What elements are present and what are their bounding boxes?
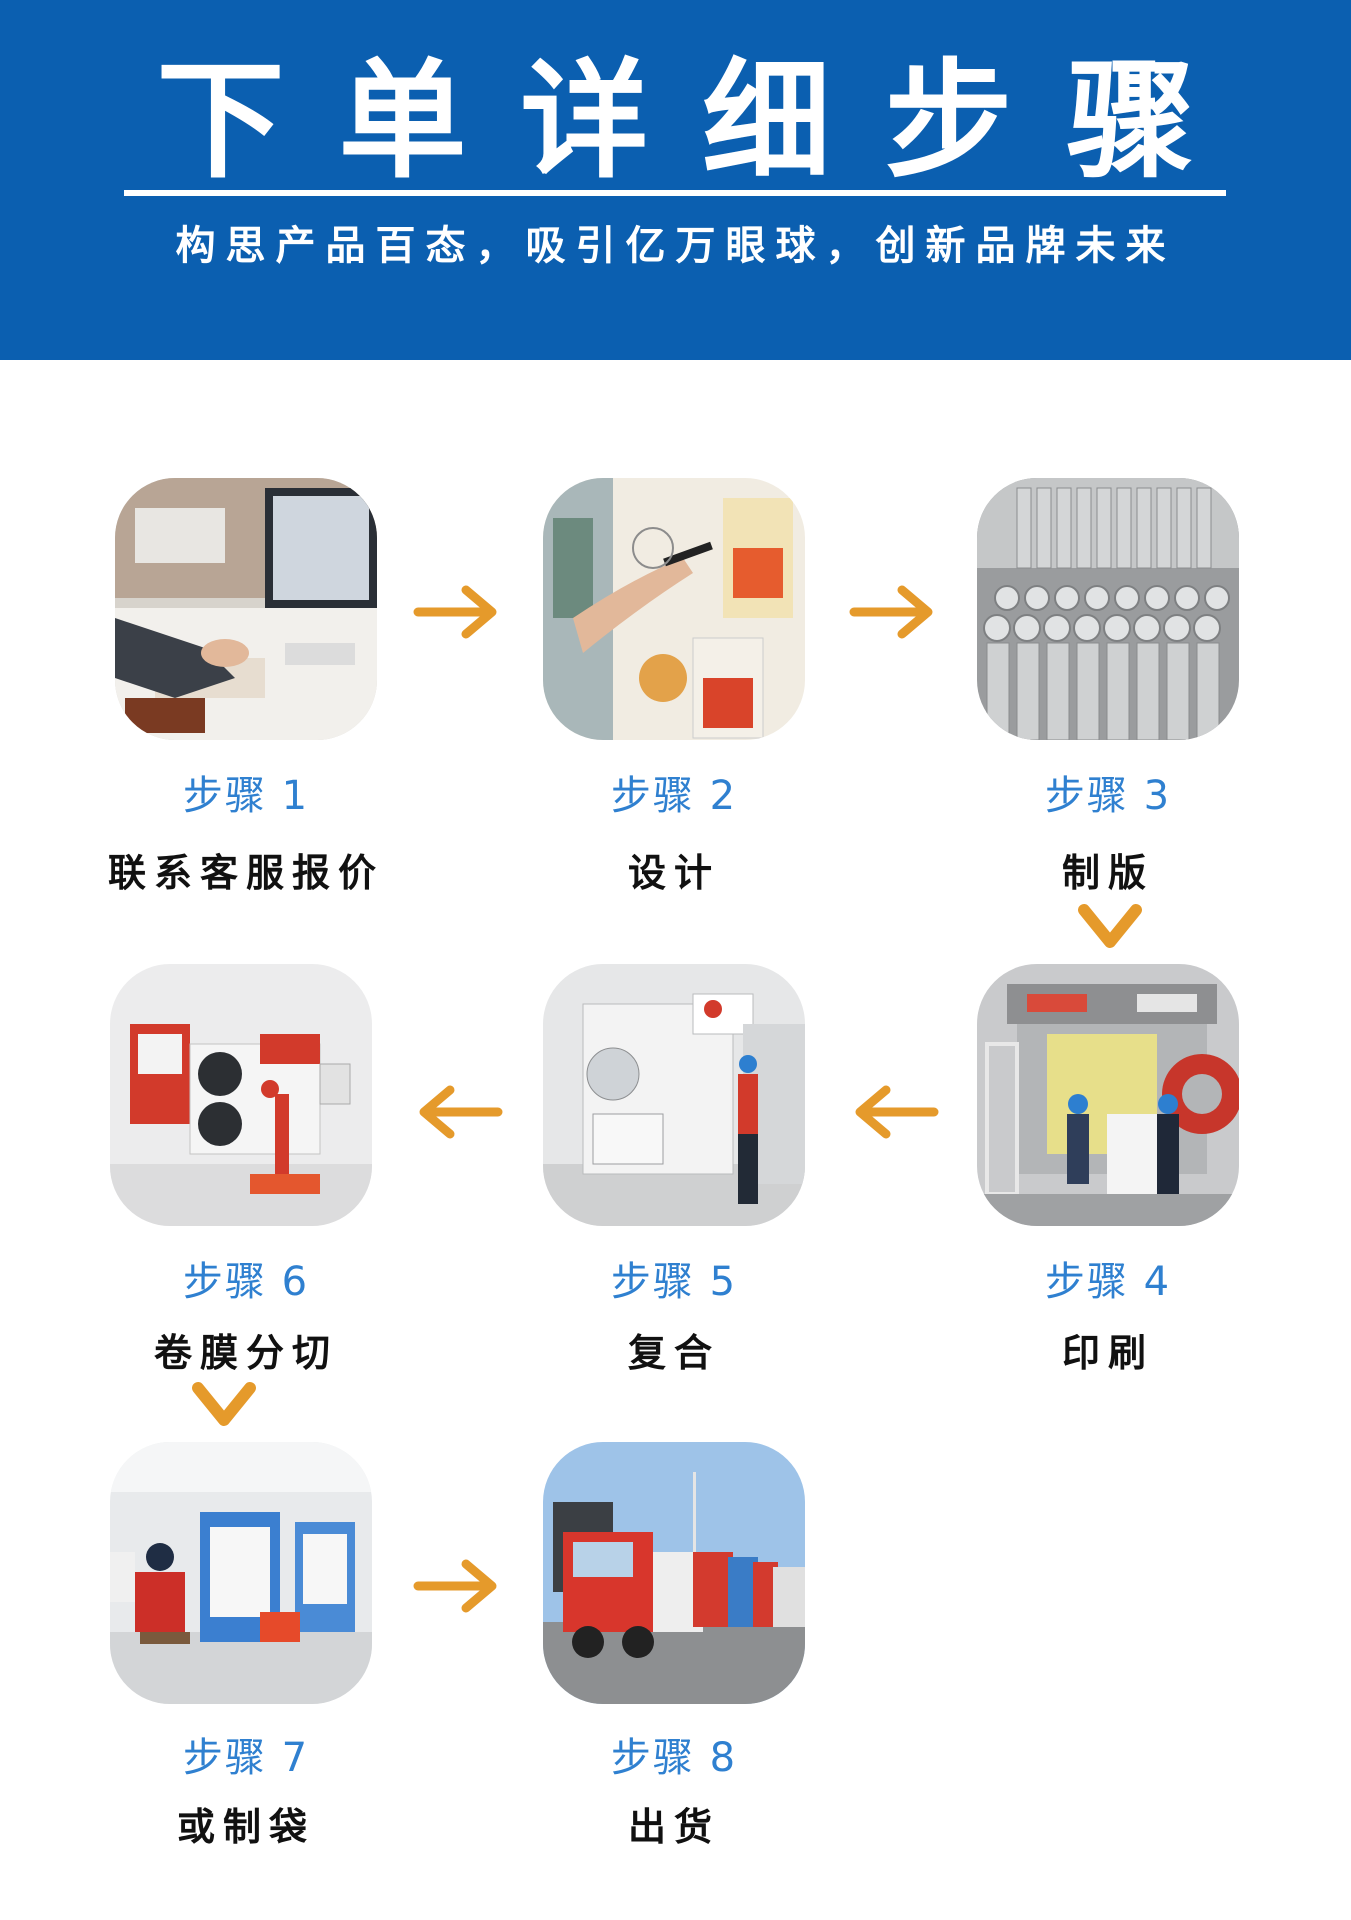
page-subtitle: 构思产品百态，吸引亿万眼球，创新品牌未来: [175, 223, 1176, 269]
step-7-photo: [110, 1442, 372, 1704]
step-7-label: 步骤 7: [182, 1735, 310, 1781]
step-5-photo: [543, 964, 805, 1226]
arrow-left-icon: [848, 1082, 940, 1142]
step-7-name: 或制袋: [176, 1805, 315, 1849]
step-1-name: 联系客服报价: [107, 851, 384, 895]
step-5-label: 步骤 5: [610, 1259, 738, 1305]
step-3-label: 步骤 3: [1044, 773, 1172, 819]
step-2-name: 设计: [627, 851, 720, 895]
step-6-label: 步骤 6: [182, 1259, 310, 1305]
step-2-photo: [543, 478, 805, 740]
arrow-right-icon: [848, 582, 940, 642]
header-banner: 下单详细步骤 构思产品百态，吸引亿万眼球，创新品牌未来: [0, 0, 1351, 360]
step-1-label: 步骤 1: [182, 773, 310, 819]
step-4-label: 步骤 4: [1044, 1259, 1172, 1305]
title-divider: [124, 190, 1226, 196]
arrow-right-icon: [412, 582, 504, 642]
step-2-label: 步骤 2: [610, 773, 738, 819]
chevron-down-icon: [192, 1380, 256, 1432]
step-4-photo: [977, 964, 1239, 1226]
step-1-photo: [115, 478, 377, 740]
step-5-name: 复合: [627, 1331, 720, 1375]
step-6-photo: [110, 964, 372, 1226]
arrow-right-icon: [412, 1556, 504, 1616]
step-8-photo: [543, 1442, 805, 1704]
step-8-label: 步骤 8: [610, 1735, 738, 1781]
page-title: 下单详细步骤: [156, 47, 1249, 196]
step-3-photo: [977, 478, 1239, 740]
step-3-name: 制版: [1061, 851, 1154, 895]
step-8-name: 出货: [627, 1805, 720, 1849]
step-6-name: 卷膜分切: [153, 1331, 338, 1375]
step-4-name: 印刷: [1061, 1331, 1154, 1375]
chevron-down-icon: [1078, 902, 1142, 954]
arrow-left-icon: [412, 1082, 504, 1142]
